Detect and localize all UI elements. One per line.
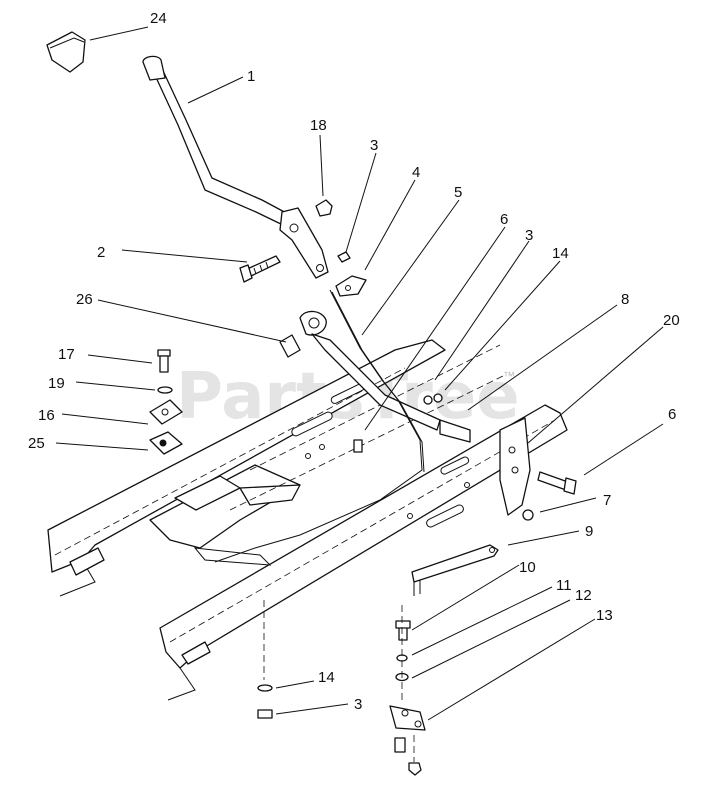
callout-2: 2 [97,244,105,261]
callout-17: 17 [58,346,75,363]
callout-3-bottom: 3 [354,696,362,713]
callout-19: 19 [48,375,65,392]
nuts-center [353,393,443,453]
cable [214,289,425,563]
hardware-stack-left [149,349,183,455]
callout-25: 25 [28,435,45,452]
hardware-stack-bottom [257,600,273,719]
callouts: 24 1 18 3 4 5 6 3 14 2 26 8 20 17 19 16 … [28,10,680,713]
callout-12: 12 [575,587,592,604]
pivot-bracket [279,199,333,279]
leader-lines [55,26,664,721]
callout-14-bottom: 14 [318,669,335,686]
bolt-2 [239,255,281,283]
callout-6-right: 6 [668,406,676,423]
clamp-4 [335,251,367,297]
callout-6-top: 6 [500,211,508,228]
bracket-20 [439,417,531,516]
callout-1: 1 [247,68,255,85]
callout-7: 7 [603,492,611,509]
callout-14-top: 14 [552,245,569,262]
callout-10: 10 [519,559,536,576]
callout-26: 26 [76,291,93,308]
callout-24: 24 [150,10,167,27]
callout-9: 9 [585,523,593,540]
callout-4: 4 [412,164,420,181]
callout-11: 11 [556,577,572,594]
hardware-stack-10-13 [389,605,426,776]
callout-5: 5 [454,184,462,201]
callout-20: 20 [663,312,680,329]
callout-3-top: 3 [370,137,378,154]
shift-lever [142,55,291,227]
callout-16: 16 [38,407,55,424]
bolt-6 [537,471,577,495]
callout-13: 13 [596,607,613,624]
callout-18: 18 [310,117,327,134]
bushing-26 [279,310,441,431]
callout-8: 8 [621,291,629,308]
link-rod-9 [411,544,499,596]
callout-3-mid: 3 [525,227,533,244]
frame-rails [47,339,568,701]
lever-knob [46,31,86,73]
nut-7 [522,509,534,521]
